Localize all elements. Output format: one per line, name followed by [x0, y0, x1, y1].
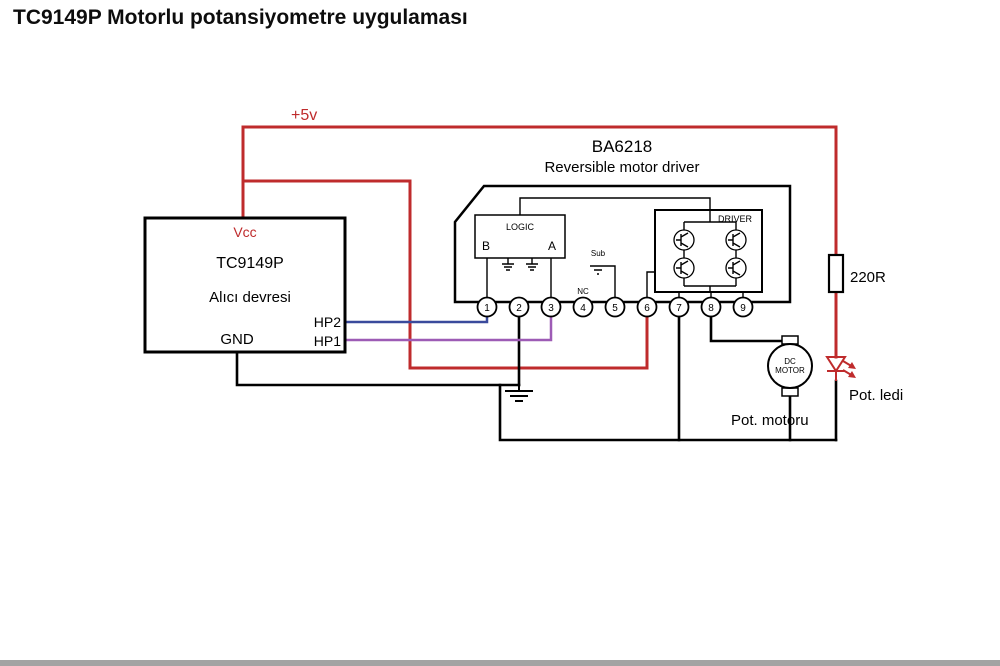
pin-number-2: 2	[516, 303, 522, 314]
led-arrow-1-head	[848, 362, 856, 369]
wire-5v-branch-to-pin6	[241, 179, 649, 370]
transistor-q2-glyph	[728, 232, 741, 248]
transistor-q1-glyph	[676, 232, 689, 248]
led-arrow-2-head	[848, 371, 856, 378]
pin6-stem	[646, 271, 655, 297]
driver-ic-block: BA6218 Reversible motor driver LOGIC B A…	[453, 137, 792, 318]
ic-pin-4: 4	[572, 296, 594, 318]
driver-ic-name: BA6218	[592, 137, 653, 156]
motor-top-terminal	[781, 335, 799, 345]
ic-pin-1: 1	[476, 296, 498, 318]
pin-circle-2	[508, 296, 530, 318]
ic-pin-6: 6	[636, 296, 658, 318]
led-triangle	[825, 356, 847, 373]
pin-number-4: 4	[580, 303, 586, 314]
pin-circle-3	[540, 296, 562, 318]
wire-5v-rail	[241, 125, 838, 257]
ic-pin-2: 2	[508, 296, 530, 318]
wire-bottom-return-rail	[498, 383, 838, 442]
wire-hp1-to-pin3	[345, 316, 553, 342]
ic-pin-8: 8	[700, 296, 722, 318]
driver-box	[654, 209, 763, 293]
led-cathode-bar	[827, 370, 845, 381]
sub-label: Sub	[591, 249, 606, 258]
pin-circle-6	[636, 296, 658, 318]
diagram-title: TC9149P Motorlu potansiyometre uygulamas…	[13, 6, 468, 29]
ground-symbol	[505, 385, 533, 402]
transistor-q2	[725, 229, 747, 251]
driver-label: DRIVER	[718, 214, 753, 224]
supply-wires	[241, 125, 838, 370]
dc-motor-block: DC MOTOR Pot. motoru	[731, 335, 813, 429]
pin-number-7: 7	[676, 303, 682, 314]
transistor-q4-glyph	[728, 260, 741, 276]
led-label: Pot. ledi	[849, 387, 903, 404]
input-a-label: A	[548, 239, 556, 253]
receiver-hp2-label: HP2	[314, 314, 341, 330]
driver-ic-subtitle: Reversible motor driver	[544, 159, 699, 176]
logic-ground-right	[526, 258, 538, 271]
pin-circle-7	[668, 296, 690, 318]
supply-label: +5v	[291, 107, 317, 124]
receiver-subtitle: Alıcı devresi	[209, 289, 291, 306]
transistor-q3-glyph	[676, 260, 689, 276]
pin-number-1: 1	[484, 303, 490, 314]
window-bottom-edge	[0, 660, 1000, 666]
ic-pin-7: 7	[668, 296, 690, 318]
motor-label: Pot. motoru	[731, 412, 809, 429]
ic-pin-9: 9	[732, 296, 754, 318]
resistor-block: 220R	[827, 253, 886, 294]
pin-number-9: 9	[740, 303, 746, 314]
receiver-hp1-label: HP1	[314, 333, 341, 349]
receiver-gnd-label: GND	[220, 331, 254, 348]
motor-text-line1: DC	[784, 357, 796, 366]
transistor-q4	[725, 257, 747, 279]
pin-number-5: 5	[612, 303, 618, 314]
bridge-bus-wires	[683, 210, 737, 292]
ic-pin-3: 3	[540, 296, 562, 318]
wire-pin8-to-motor	[709, 314, 784, 343]
pin-circle-9	[732, 296, 754, 318]
pin-number-6: 6	[644, 303, 650, 314]
ground-wires	[235, 314, 838, 442]
transistor-q3	[673, 257, 695, 279]
pin-number-3: 3	[548, 303, 554, 314]
logic-label: LOGIC	[506, 222, 535, 232]
nc-label: NC	[577, 287, 589, 296]
logic-to-driver-wire	[519, 197, 711, 215]
wire-gnd-rail	[235, 350, 521, 387]
motor-body	[767, 343, 813, 389]
pin-circle-8	[700, 296, 722, 318]
resistor-value: 220R	[850, 269, 886, 286]
ground-symbol-bars	[505, 385, 533, 402]
receiver-box	[143, 216, 347, 354]
sub-ground-symbol	[590, 265, 616, 297]
motor-bottom-terminal	[781, 387, 799, 397]
receiver-vcc-label: Vcc	[233, 224, 256, 240]
input-b-label: B	[482, 239, 490, 253]
wire-hp2-to-pin1	[345, 316, 489, 324]
led-block: Pot. ledi	[825, 356, 903, 404]
pin-circle-5	[604, 296, 626, 318]
logic-ground-left	[502, 258, 514, 271]
motor-text-line2: MOTOR	[775, 366, 805, 375]
receiver-block: Vcc TC9149P Alıcı devresi GND HP2 HP1	[143, 216, 347, 354]
ic-pin-5: 5	[604, 296, 626, 318]
transistor-q1	[673, 229, 695, 251]
pin-number-8: 8	[708, 303, 714, 314]
resistor-body	[827, 253, 845, 294]
receiver-name: TC9149P	[216, 255, 284, 272]
pin-circle-1	[476, 296, 498, 318]
pin-circle-4	[572, 296, 594, 318]
